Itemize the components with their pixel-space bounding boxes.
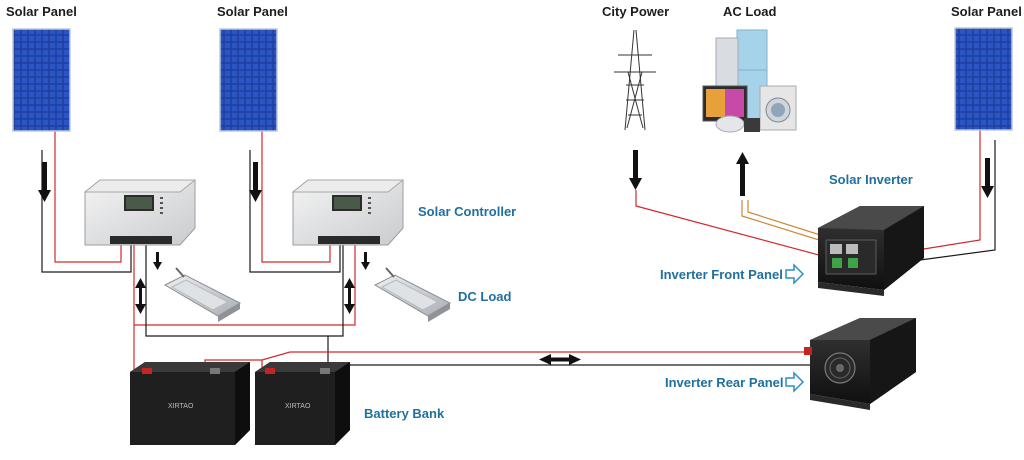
- wire-red-controller-1-battery: [133, 240, 356, 326]
- solar-controller-1-icon: [83, 179, 197, 246]
- arrow-down-city: [629, 150, 642, 190]
- battery-1-brand: XIRTAO: [168, 403, 194, 410]
- solar-panel-2-label: Solar Panel: [217, 4, 288, 19]
- city-power-label: City Power: [602, 4, 670, 19]
- solar-panel-3-icon: [954, 27, 1013, 131]
- pointer-arrows: [785, 263, 805, 393]
- inverter-front-icon: [818, 206, 924, 296]
- wire-red-panel-1: [54, 130, 122, 263]
- battery-2-icon: [255, 362, 350, 445]
- arrow-down-panel-3: [981, 158, 994, 198]
- wire-black-panel-3: [904, 140, 996, 263]
- arrow-down-dcload-1: [153, 252, 162, 270]
- solar-panel-3-label: Solar Panel: [951, 4, 1022, 19]
- wire-orange-acload-1: [741, 200, 833, 245]
- arrow-down-panel-2: [249, 162, 262, 202]
- arrow-down-dcload-2: [361, 252, 370, 270]
- solar-panel-1-label: Solar Panel: [6, 4, 77, 19]
- power-tower-icon: [614, 29, 656, 131]
- pointer-arrow-rear: [785, 371, 805, 393]
- solar-panel-2-icon: [219, 28, 278, 132]
- solar-controller-2-icon: [291, 179, 405, 246]
- arrow-down-panel-1: [38, 162, 51, 202]
- wire-red-city-inverter: [635, 190, 831, 259]
- wire-black-panel-1: [41, 150, 132, 273]
- arrow-bidir-controller-1: [135, 278, 146, 314]
- battery-1-icon: [130, 362, 250, 445]
- inverter-front-panel-label: Inverter Front Panel: [660, 267, 783, 282]
- dc-load-lamp-1-icon: [163, 267, 242, 322]
- dc-load-lamp-2-icon: [373, 267, 452, 322]
- arrow-up-acload: [736, 152, 749, 196]
- arrow-bidir-battery-inverter: [539, 354, 581, 365]
- battery-2-brand: XIRTAO: [285, 403, 311, 410]
- inverter-rear-icon: [804, 318, 916, 410]
- pointer-arrow-front: [785, 263, 805, 285]
- solar-panel-1-icon: [12, 28, 71, 132]
- arrow-bidir-controller-2: [344, 278, 355, 314]
- wire-red-panel-2: [261, 130, 331, 263]
- flow-arrows: [38, 150, 994, 365]
- solar-inverter-label: Solar Inverter: [829, 172, 913, 187]
- battery-bank-label: Battery Bank: [364, 406, 445, 421]
- wire-orange-acload-2: [747, 200, 837, 241]
- wire-red-panel-3: [904, 130, 981, 253]
- wire-red-battery-inverter: [261, 351, 812, 361]
- dc-load-label: DC Load: [458, 289, 512, 304]
- solar-controller-label: Solar Controller: [418, 204, 517, 219]
- ac-load-appliances-icon: [702, 29, 797, 133]
- wire-black-panel-2: [249, 150, 341, 273]
- inverter-rear-panel-label: Inverter Rear Panel: [665, 375, 784, 390]
- wiring: [41, 130, 996, 375]
- ac-load-label: AC Load: [723, 4, 777, 19]
